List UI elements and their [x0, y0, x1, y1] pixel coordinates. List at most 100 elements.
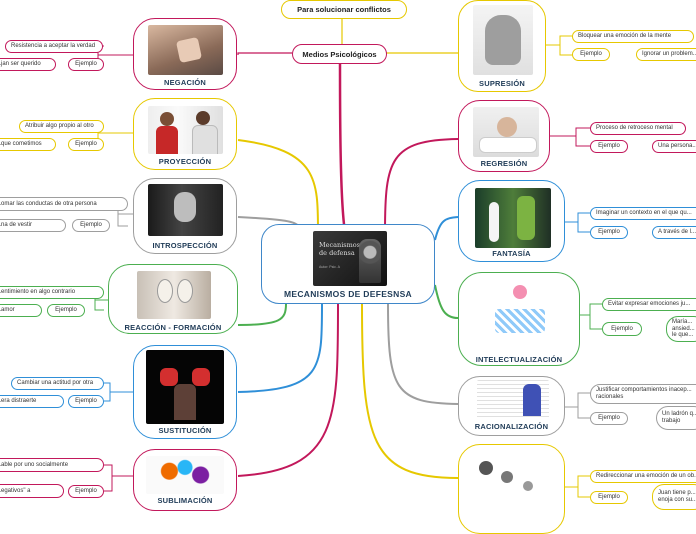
node-proyeccion[interactable]: PROYECCIÓN — [133, 98, 237, 170]
node-introspeccion[interactable]: INTROSPECCIÓN — [133, 178, 237, 254]
mask-right — [177, 279, 193, 303]
proyeccion-title: PROYECCIÓN — [158, 157, 212, 166]
negacion-title: NEGACIÓN — [163, 78, 207, 87]
fantasia-example-text[interactable]: A través de l... — [652, 226, 696, 239]
cartoon-head-2 — [501, 471, 513, 483]
brain-pink-shape — [513, 285, 527, 299]
regresion-example-text[interactable]: Una persona... — [652, 140, 696, 153]
reaccion-example-label[interactable]: Ejemplo — [47, 304, 85, 317]
boxer-body — [174, 384, 196, 420]
boxing-glove-left — [160, 368, 178, 386]
sustitucion-example-text[interactable]: ...era distraerte — [0, 395, 64, 408]
proyeccion-example-label[interactable]: Ejemplo — [68, 138, 104, 151]
fantasia-definition[interactable]: Imaginar un contexto en el que qu... — [590, 207, 696, 220]
sublimacion-definition[interactable]: ...able por uno socialmente — [0, 458, 104, 472]
supresion-example-label[interactable]: Ejemplo — [572, 48, 610, 61]
sublimacion-title: SUBLIMACIÓN — [157, 496, 213, 505]
reaccion-definition[interactable]: ...entimiento en algo contrario — [0, 286, 104, 299]
psych-means-label: Medios Psicológicos — [302, 49, 377, 59]
racionalizacion-title: RACIONALIZACIÓN — [474, 422, 549, 431]
sublimacion-example-label[interactable]: Ejemplo — [68, 485, 104, 498]
intelectualizacion-definition[interactable]: Evitar expresar emociones ju... — [602, 298, 696, 311]
person-right-head — [196, 111, 210, 125]
fairy-shape — [517, 196, 535, 240]
central-image: Mecanismos de defensa Autor: Psic. A — [313, 231, 387, 286]
sublimacion-image — [146, 456, 224, 494]
raised-hand-shape — [175, 36, 203, 64]
person-right-body — [192, 125, 218, 154]
introspeccion-title: INTROSPECCIÓN — [152, 241, 218, 250]
negacion-image — [148, 25, 223, 75]
negacion-definition[interactable]: Resistencia a aceptar la verdad — [5, 40, 103, 53]
boxing-glove-right — [192, 368, 210, 386]
cartoon-head-3 — [523, 481, 533, 491]
proyeccion-image — [148, 106, 223, 154]
solve-conflicts-label: Para solucionar conflictos — [297, 5, 391, 14]
regresion-title: REGRESIÓN — [480, 159, 528, 168]
proyeccion-example-text[interactable]: ...que cometimos — [0, 138, 56, 151]
sublimacion-example-text[interactable]: ...egativos" a — [0, 484, 64, 498]
node-regresion[interactable]: REGRESIÓN — [458, 100, 550, 172]
proyeccion-definition[interactable]: Atribuir algo propio al otro — [19, 120, 104, 133]
man-thinking-shape — [523, 384, 541, 416]
supresion-definition[interactable]: Bloquear una emoción de la mente — [572, 30, 694, 43]
desplazamiento-example-text[interactable]: Juan tiene p... enoja con su... — [652, 484, 696, 510]
intelectualizacion-example-label[interactable]: Ejemplo — [602, 322, 642, 336]
mask-left — [157, 279, 173, 303]
racionalizacion-definition[interactable]: Justificar comportamientos inacep... rac… — [590, 384, 696, 404]
central-topic[interactable]: Mecanismos de defensa Autor: Psic. A MEC… — [261, 224, 435, 304]
desplazamiento-definition[interactable]: Redireccionar una emoción de un ob... — [590, 470, 696, 483]
reaccion-example-text[interactable]: ...amor — [0, 304, 42, 317]
sustitucion-image — [146, 350, 224, 424]
node-intelectualizacion[interactable]: INTELECTUALIZACIÓN — [458, 272, 580, 366]
central-image-title: Mecanismos de defensa — [319, 241, 361, 257]
reaccion-title: REACCIÓN - FORMACIÓN — [124, 323, 222, 332]
node-fantasia[interactable]: FANTASÍA — [458, 180, 565, 262]
supresion-image — [473, 5, 533, 75]
node-desplazamiento[interactable] — [458, 444, 565, 534]
introspeccion-image — [148, 184, 223, 236]
person-left-head — [160, 112, 174, 126]
intelectualizacion-example-text[interactable]: María... ansied... le que... — [666, 316, 696, 342]
desplazamiento-example-label[interactable]: Ejemplo — [590, 491, 628, 504]
negacion-example-text[interactable]: ...jan ser querido — [0, 58, 56, 71]
face-hands-shape — [174, 192, 196, 222]
sustitucion-title: SUSTITUCIÓN — [158, 426, 212, 435]
racionalizacion-example-label[interactable]: Ejemplo — [590, 412, 628, 425]
sustitucion-example-label[interactable]: Ejemplo — [68, 395, 104, 408]
node-reaccion-formacion[interactable]: REACCIÓN - FORMACIÓN — [108, 264, 238, 334]
supresion-title: SUPRESIÓN — [479, 79, 525, 88]
head-silhouette — [485, 15, 521, 65]
fantasia-example-label[interactable]: Ejemplo — [590, 226, 628, 239]
psych-means-box[interactable]: Medios Psicológicos — [292, 44, 387, 64]
intelectualizacion-title: INTELECTUALIZACIÓN — [475, 355, 563, 364]
reaccion-image — [137, 271, 211, 319]
sustitucion-definition[interactable]: Cambiar una actitud por otra — [11, 377, 104, 390]
supresion-example-text[interactable]: Ignorar un problem... — [636, 48, 696, 61]
fantasia-title: FANTASÍA — [492, 249, 531, 258]
desplazamiento-image — [473, 451, 551, 515]
striped-shirt-shape — [495, 309, 545, 333]
sleeping-man-head — [497, 117, 517, 137]
node-sublimacion[interactable]: SUBLIMACIÓN — [133, 449, 237, 511]
racionalizacion-image — [477, 380, 549, 420]
introspeccion-example-label[interactable]: Ejemplo — [72, 219, 110, 232]
node-racionalizacion[interactable]: RACIONALIZACIÓN — [458, 376, 565, 436]
person-left-body — [156, 126, 178, 154]
node-supresion[interactable]: SUPRESIÓN — [458, 0, 546, 92]
node-negacion[interactable]: NEGACIÓN — [133, 18, 237, 90]
negacion-example-label[interactable]: Ejemplo — [68, 58, 104, 71]
introspeccion-example-text[interactable]: ...na de vestir — [0, 219, 66, 232]
racionalizacion-example-text[interactable]: Un ladrón q... trabajo — [656, 406, 696, 430]
solve-conflicts-box[interactable]: Para solucionar conflictos — [281, 0, 407, 19]
intelectualizacion-image — [485, 279, 555, 349]
regresion-example-label[interactable]: Ejemplo — [590, 140, 628, 153]
woman-figure — [359, 239, 381, 283]
introspeccion-definition[interactable]: ...omar las conductas de otra persona — [0, 197, 128, 211]
woman-white-dress — [489, 202, 499, 242]
node-sustitucion[interactable]: SUSTITUCIÓN — [133, 345, 237, 439]
pillow-shape — [479, 137, 537, 153]
regresion-image — [473, 107, 539, 157]
cartoon-head-1 — [479, 461, 493, 475]
regresion-definition[interactable]: Proceso de retroceso mental — [590, 122, 686, 135]
